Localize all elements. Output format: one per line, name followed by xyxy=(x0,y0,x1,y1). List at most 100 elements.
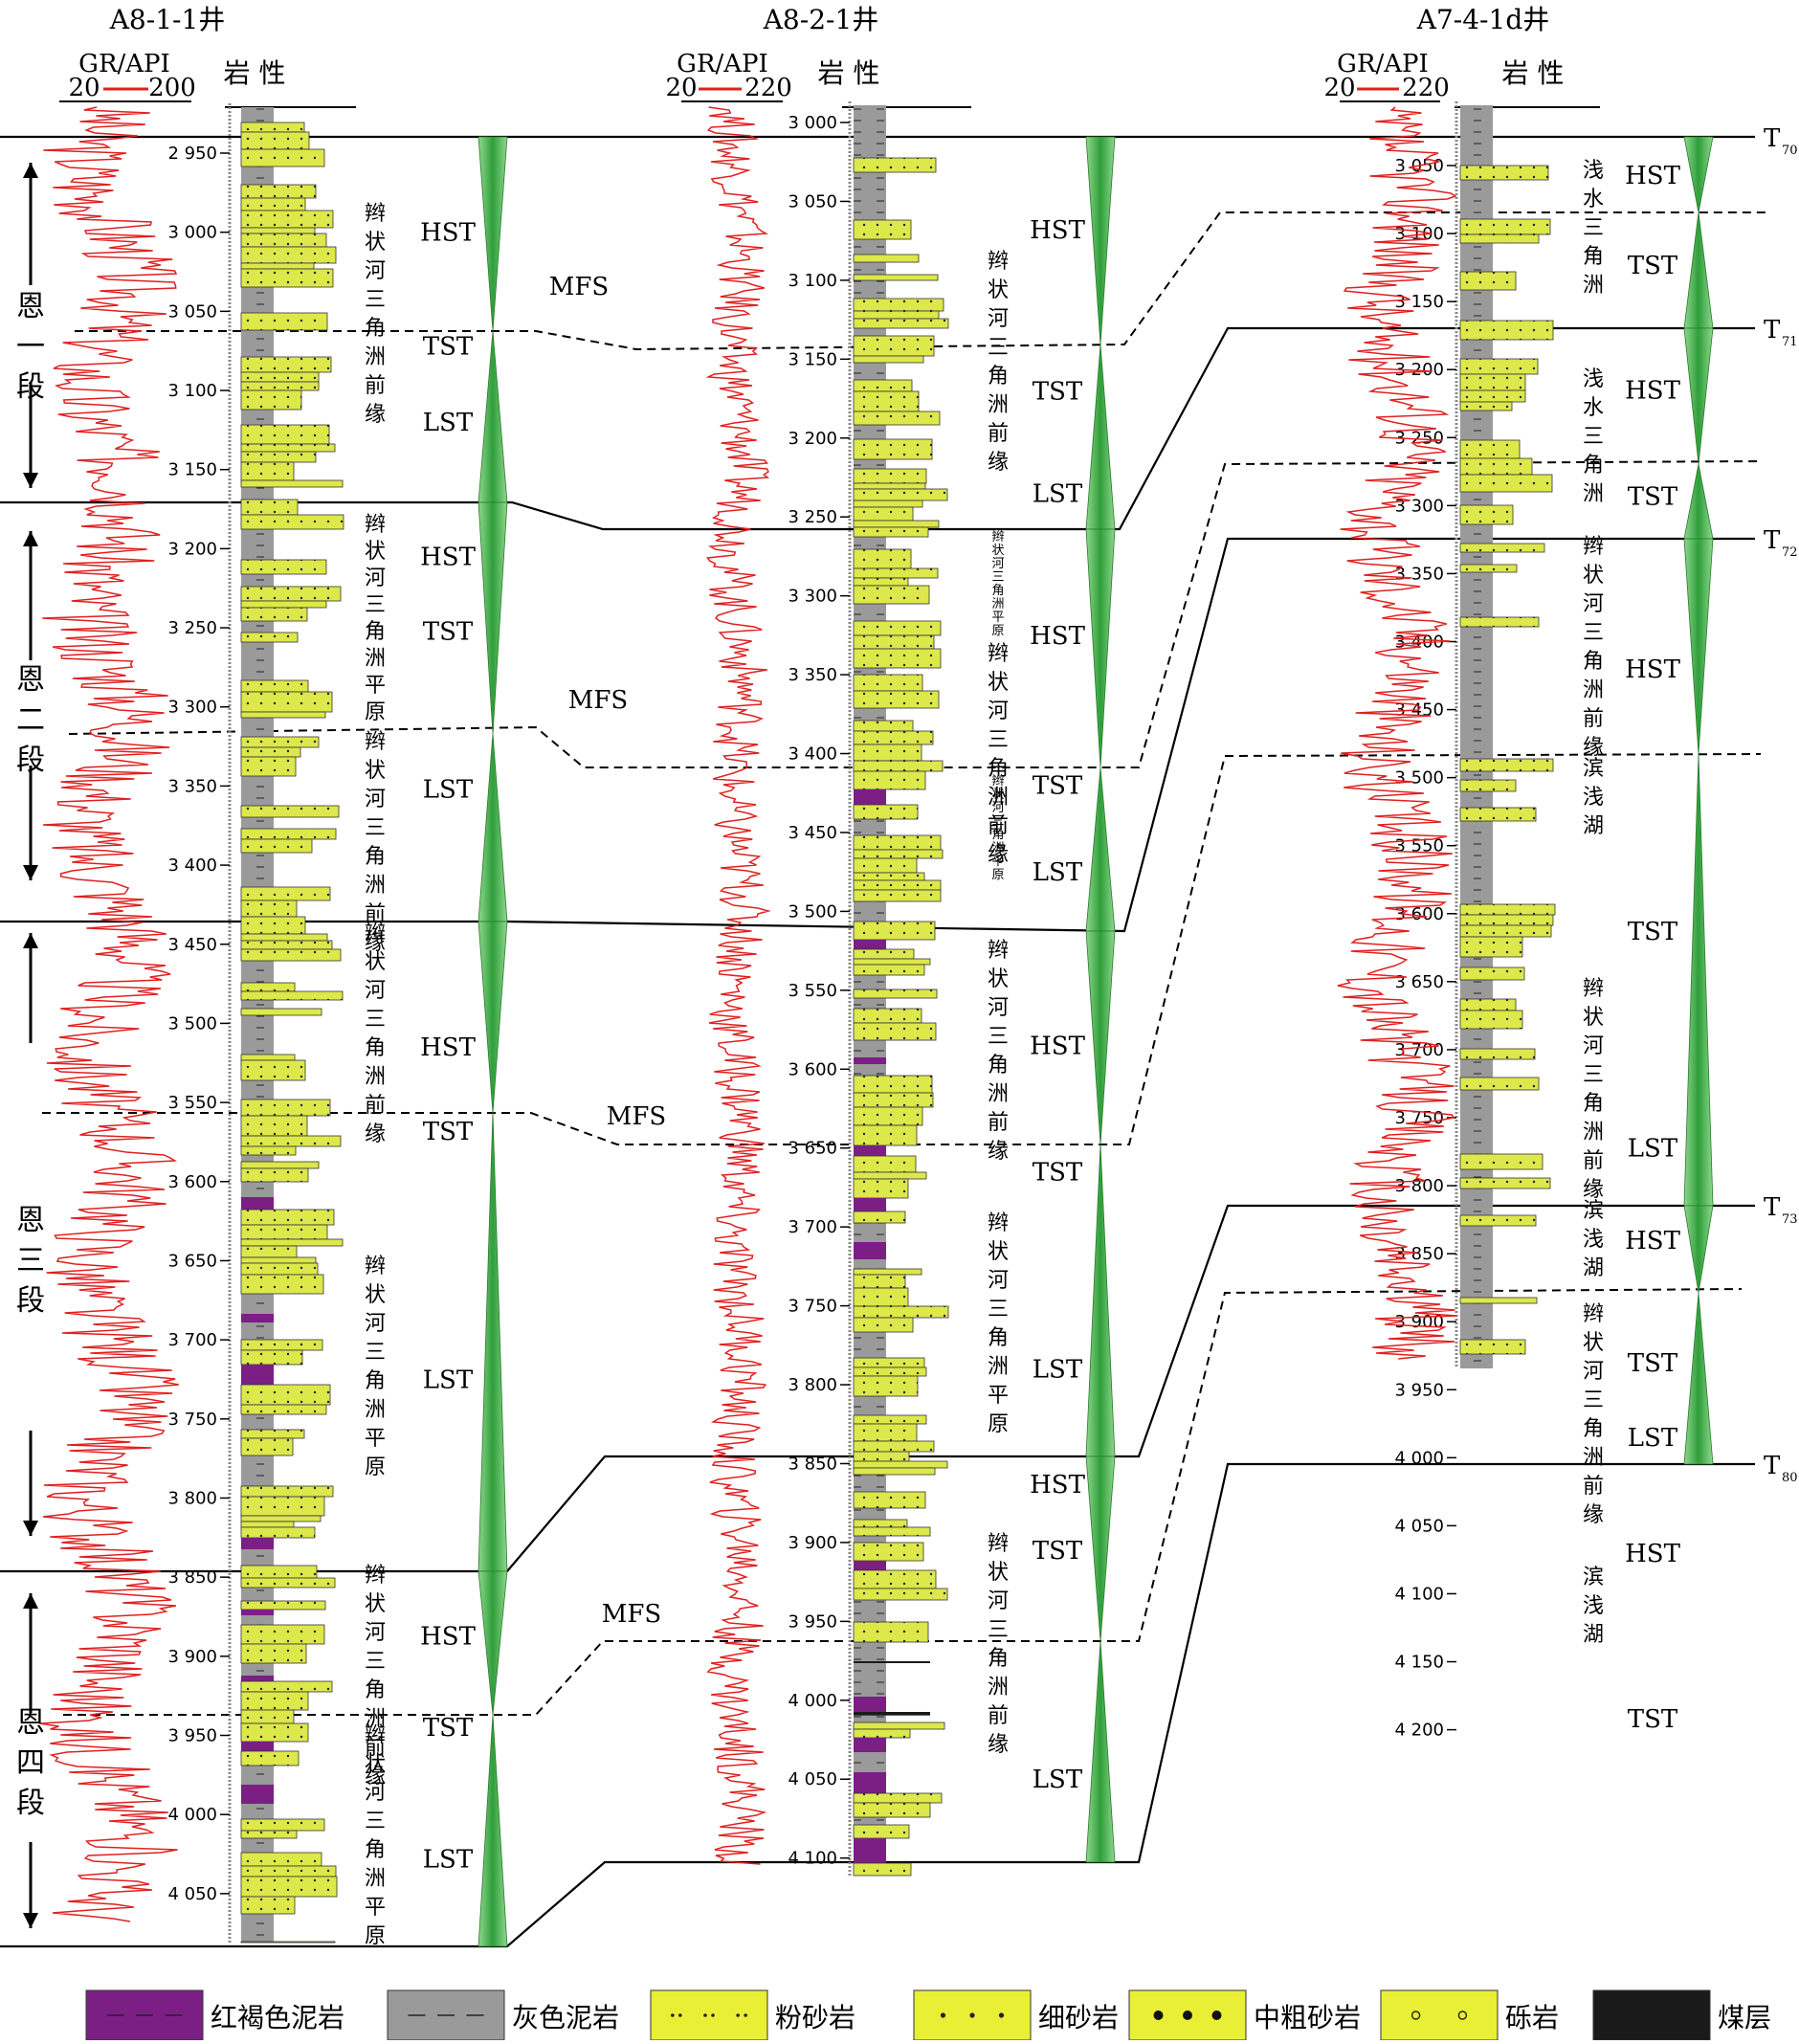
well-title: A8-2-1井 xyxy=(763,4,879,35)
facies-label-char: 浅 xyxy=(1583,1228,1604,1252)
systems-tract-triangle xyxy=(1683,211,1714,329)
facies-label-char: 缘 xyxy=(365,1765,386,1788)
sand-dots xyxy=(854,805,918,819)
gr-header: GR/API xyxy=(677,50,768,78)
sand-bed xyxy=(853,500,923,508)
legend-swatch xyxy=(1592,1989,1711,2041)
facies-label-char: 状 xyxy=(365,759,386,783)
depth-label: 3 250 xyxy=(167,618,217,638)
facies-label-char: 辫 xyxy=(1583,1302,1604,1326)
sand-dots xyxy=(854,1093,933,1107)
facies-label-char: 状 xyxy=(991,788,1004,802)
trend-arrow-head xyxy=(23,1521,38,1536)
legend-item-1: 灰色泥岩 xyxy=(387,1989,619,2041)
facies-label-char: 辫 xyxy=(365,922,386,945)
sand-bed xyxy=(240,600,327,609)
legend-item-4: 中粗砂岩 xyxy=(1128,1989,1361,2041)
facies-label-char: 角 xyxy=(991,828,1004,842)
sand-dots xyxy=(241,452,316,462)
facies-label-char: 三 xyxy=(988,728,1009,752)
sand-dots xyxy=(1460,937,1522,957)
facies-label-char: 三 xyxy=(365,816,386,840)
red-mudstone-bed xyxy=(241,1610,274,1615)
sand-dots xyxy=(241,1116,307,1136)
red-mudstone-bed xyxy=(241,1197,274,1210)
facies-label-char: 洲 xyxy=(365,874,386,898)
sand-dots xyxy=(241,313,327,330)
depth-label: 3 000 xyxy=(167,223,217,243)
facies-label-char: 辫 xyxy=(988,939,1009,963)
sand-dots xyxy=(1460,544,1544,552)
sand-dots xyxy=(854,761,943,771)
systems-tract-label: HST xyxy=(1030,622,1085,651)
sand-dots xyxy=(241,515,344,529)
sand-dots xyxy=(854,890,941,901)
sand-dots xyxy=(241,149,324,167)
mfs-label: MFS xyxy=(602,1600,661,1629)
sand-dots xyxy=(854,744,922,761)
facies-label-char: 洲 xyxy=(988,1082,1009,1106)
legend-swatch xyxy=(1380,1989,1499,2041)
systems-tract-label: TST xyxy=(1628,1349,1678,1378)
facies-label-char: 前 xyxy=(1583,707,1604,731)
facies-label-char: 洲 xyxy=(1583,274,1604,298)
sand-dots xyxy=(241,211,333,228)
sand-bed xyxy=(240,262,315,270)
facies-label-char: 洲 xyxy=(1583,678,1604,702)
sand-dots xyxy=(854,1211,905,1223)
depth-label: 3 700 xyxy=(788,1217,837,1237)
facies-label-char: 状 xyxy=(365,231,386,255)
surface-sub: 73 xyxy=(1782,1212,1798,1227)
facies-label-char: 状 xyxy=(365,1283,386,1307)
facies-label-char: 河 xyxy=(988,1269,1009,1293)
sand-dots xyxy=(854,635,934,649)
systems-tract-label: LST xyxy=(1033,858,1083,887)
facies-label-char: 前 xyxy=(1583,1149,1604,1173)
facies-label-char: 河 xyxy=(988,700,1009,723)
facies-label-char: 前 xyxy=(365,1094,386,1118)
facies-label-char: 平 xyxy=(365,674,386,698)
depth-label: 3 050 xyxy=(167,301,217,322)
depth-label: 3 800 xyxy=(788,1375,837,1395)
gr-min: 20 xyxy=(68,74,100,102)
sand-dots xyxy=(241,1710,294,1723)
facies-label-char: 河 xyxy=(365,1781,386,1805)
sand-dots xyxy=(854,1156,916,1172)
legend-label: 煤层 xyxy=(1718,2002,1771,2033)
sand-dots xyxy=(241,829,336,839)
depth-label: 3 350 xyxy=(167,776,217,796)
depth-label: 3 100 xyxy=(788,271,837,291)
facies-label-char: 缘 xyxy=(988,1733,1009,1757)
facies-label-char: 三 xyxy=(365,1008,386,1032)
legend-pattern xyxy=(1211,2011,1222,2020)
facies-label: 滨浅湖 xyxy=(1583,1199,1604,1280)
legend-pattern xyxy=(1457,2011,1468,2020)
facies-label-char: 河 xyxy=(365,1621,386,1645)
sand-dots xyxy=(241,680,308,692)
facies-label-char: 湖 xyxy=(1583,1623,1604,1647)
facies-label-char: 原 xyxy=(365,700,386,724)
sand-dots xyxy=(241,1430,304,1438)
facies-label-char: 洲 xyxy=(365,647,386,671)
facies-label-char: 三 xyxy=(365,1810,386,1833)
depth-label: 3 450 xyxy=(788,823,837,843)
systems-tract-triangle xyxy=(478,136,508,332)
sand-dots xyxy=(854,255,919,262)
sand-dots xyxy=(241,737,319,747)
sand-dots xyxy=(854,1358,924,1367)
sand-dots xyxy=(241,941,332,949)
facies-label-char: 洲 xyxy=(988,393,1009,417)
depth-label: 3 700 xyxy=(167,1330,217,1350)
systems-tract-label: HST xyxy=(1625,655,1680,684)
sand-dots xyxy=(854,691,939,708)
red-mudstone-bed xyxy=(854,1697,886,1712)
legend-pattern xyxy=(1153,2011,1164,2020)
facies-label-char: 角 xyxy=(988,365,1009,389)
systems-tract-label: TST xyxy=(1628,252,1678,280)
depth-label: 3 650 xyxy=(167,1251,217,1271)
